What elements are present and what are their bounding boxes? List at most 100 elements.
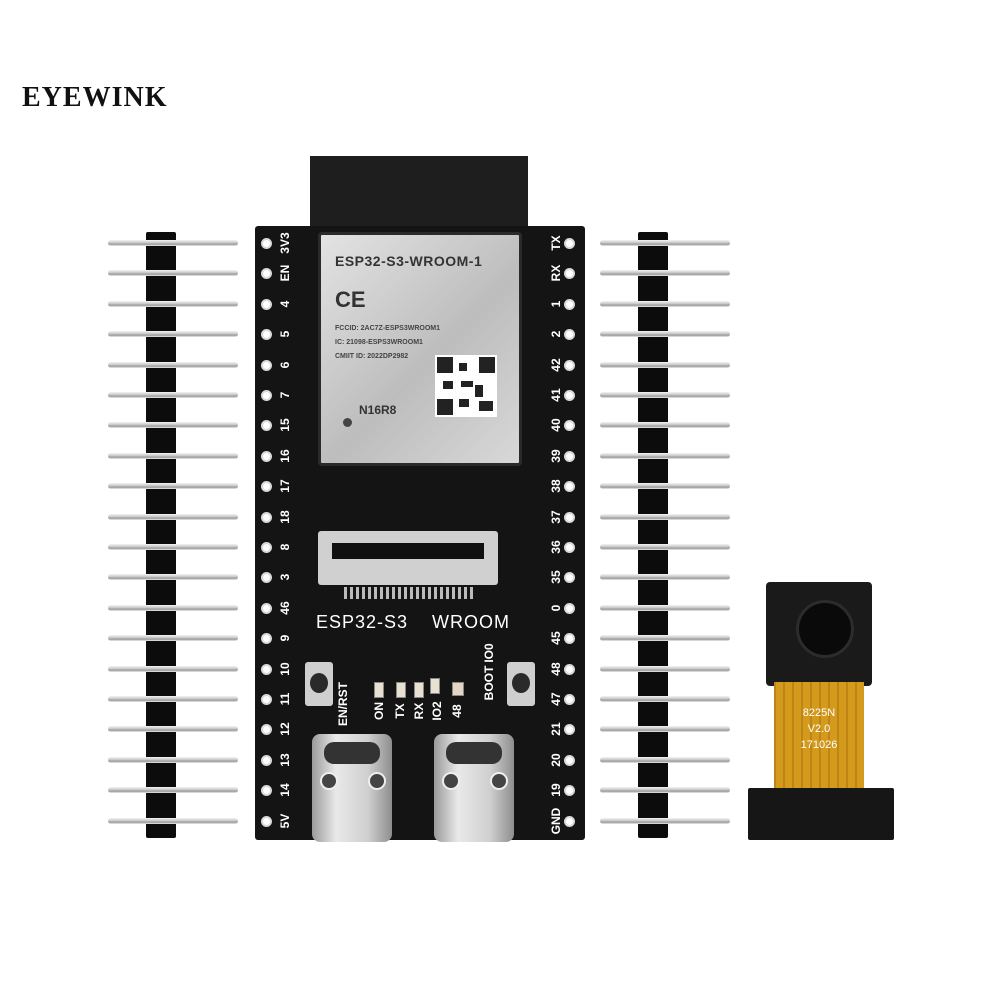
left-pin-label: 11	[278, 692, 292, 706]
qr-code	[435, 355, 497, 417]
left-pin-label: 3V3	[278, 232, 292, 254]
right-pin-label: 0	[549, 604, 563, 612]
pin-hole	[261, 815, 272, 827]
boot-button	[507, 662, 535, 706]
silk-esp32-s3: ESP32-S3	[316, 612, 409, 632]
pin-hole	[564, 754, 575, 766]
pin-hole	[564, 542, 575, 553]
usb-c-port-right	[434, 734, 514, 842]
header-pin	[600, 392, 730, 398]
header-pin	[108, 361, 238, 368]
header-pin	[600, 270, 730, 277]
left-pin-label: 10	[278, 661, 292, 676]
right-pin-label: 2	[549, 330, 563, 338]
right-pin-label: TX	[549, 235, 563, 251]
header-pin	[600, 513, 730, 520]
left-pin-label: 17	[278, 479, 292, 493]
right-pin-label: 19	[549, 783, 563, 797]
header-pin	[108, 787, 238, 794]
pin-hole	[261, 298, 272, 310]
led-io2	[430, 678, 440, 694]
right-pin-label: 36	[549, 540, 563, 554]
left-pin-label: 9	[278, 634, 292, 642]
header-pin	[108, 300, 238, 307]
pin-hole	[261, 663, 272, 675]
pin-header-right	[600, 232, 730, 838]
camera-connector	[748, 788, 894, 840]
left-pin-label: 14	[278, 783, 292, 797]
left-pin-label: 15	[278, 418, 292, 433]
right-pin-label: 21	[549, 722, 563, 737]
left-pin-label: 4	[278, 300, 292, 308]
header-pin	[600, 574, 730, 581]
header-pin	[600, 300, 730, 307]
header-pin	[600, 483, 730, 490]
pin-hole	[564, 572, 575, 584]
cmiit-id: CMIIT ID: 2022DP2982	[335, 353, 409, 360]
right-pin-label: 38	[549, 479, 563, 493]
left-pin-label: 13	[278, 753, 292, 767]
left-pin-label: EN	[278, 265, 292, 282]
camera-module: 8225N V2.0 171026	[748, 582, 894, 840]
pin-hole	[564, 663, 575, 675]
antenna-section	[310, 156, 528, 238]
module-variant: N16R8	[359, 403, 397, 417]
camera-date: 171026	[800, 739, 838, 751]
pin-hole	[564, 420, 575, 432]
pin-hole	[564, 450, 575, 462]
pin-hole	[261, 420, 272, 432]
wroom-module: ESP32-S3-WROOM-1 CE FCCID: 2AC7Z-ESPS3WR…	[318, 232, 522, 466]
led-rx	[414, 682, 424, 698]
reset-button-label: EN/RST	[336, 681, 350, 726]
led-label-io2: IO2	[430, 701, 444, 721]
pin-hole	[261, 572, 272, 584]
header-pin	[108, 665, 238, 672]
right-pin-label: RX	[549, 265, 563, 282]
pin-hole	[261, 481, 272, 493]
led-label-48: 48	[450, 704, 464, 718]
header-pin	[108, 513, 238, 520]
module-title: ESP32-S3-WROOM-1	[335, 253, 483, 269]
pin-header-left	[108, 232, 238, 838]
camera-lens	[796, 600, 854, 658]
header-pin	[600, 817, 730, 824]
fcc-id: FCCID: 2AC7Z-ESPS3WROOM1	[335, 325, 441, 332]
pin-hole	[564, 815, 575, 827]
led-label-on: ON	[372, 702, 386, 720]
pin-hole	[564, 329, 575, 341]
pin-hole	[564, 785, 575, 797]
left-pin-label: 18	[278, 509, 292, 524]
header-pin	[108, 635, 238, 642]
right-pin-label: 20	[549, 753, 563, 767]
usb-c-port-left	[312, 734, 392, 842]
header-pin	[108, 604, 238, 611]
pin-hole	[564, 511, 575, 523]
pin-hole	[564, 238, 575, 249]
header-pin	[108, 422, 238, 429]
right-pin-label: 48	[549, 661, 563, 676]
header-pin	[108, 270, 238, 277]
pin-hole	[564, 694, 575, 705]
right-pin-label: 1	[549, 300, 563, 308]
pin-hole	[261, 390, 272, 401]
pin-hole	[261, 359, 272, 371]
silk-wroom: WROOM	[432, 612, 510, 632]
right-pin-label: 41	[549, 388, 563, 402]
io0-label: IO0	[482, 643, 496, 663]
header-pin	[108, 240, 238, 246]
pin-hole	[564, 481, 575, 493]
led-label-rx: RX	[412, 702, 426, 720]
reset-button	[305, 662, 333, 706]
pin-hole	[261, 633, 272, 645]
right-pin-label: 39	[549, 449, 563, 463]
header-pin	[108, 574, 238, 581]
header-pin	[108, 452, 238, 459]
left-pin-label: 46	[278, 601, 292, 615]
right-pin-label: GND	[549, 807, 563, 834]
header-pin	[108, 331, 238, 338]
left-pin-label: 8	[278, 543, 292, 551]
camera-model: 8225N	[802, 707, 836, 719]
right-pin-label: 47	[549, 692, 563, 706]
ic-id: IC: 21098-ESPS3WROOM1	[335, 339, 423, 346]
pin-hole	[261, 754, 272, 766]
